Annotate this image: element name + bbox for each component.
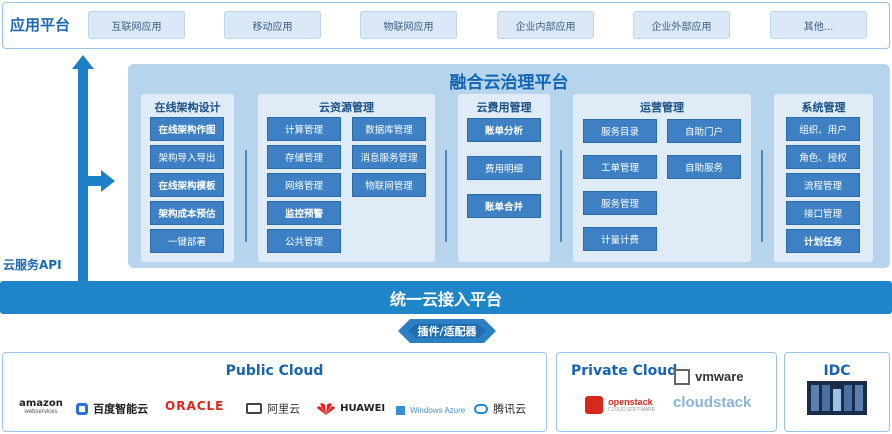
role-auth-button[interactable]: 角色、授权 <box>786 145 860 169</box>
amazon-logo-sub: webservices <box>24 409 58 415</box>
openstack-logo: openstack CLOUD SOFTWARE <box>585 394 655 414</box>
iot-mgmt-button[interactable]: 物联网管理 <box>352 173 426 197</box>
openstack-icon <box>585 395 603 414</box>
app-item-other[interactable]: 其他... <box>770 11 867 39</box>
bill-merge-button[interactable]: 账单合并 <box>467 194 541 218</box>
network-mgmt-button[interactable]: 网络管理 <box>267 173 341 197</box>
arch-cost-estimate-button[interactable]: 架构成本预估 <box>150 201 224 225</box>
unified-access-platform-bar: 统一云接入平台 <box>0 281 892 314</box>
service-catalog-button[interactable]: 服务目录 <box>583 119 657 143</box>
oracle-logo: ORACLE <box>165 399 225 413</box>
amazon-logo: amazon webservices <box>14 398 68 415</box>
vmware-text: vmware <box>695 369 744 384</box>
cloud-resource-title: 云资源管理 <box>319 101 374 114</box>
plugin-adapter-badge <box>398 319 496 343</box>
aliyun-text: 阿里云 <box>267 402 301 416</box>
column-separator <box>560 150 562 242</box>
interface-mgmt-button[interactable]: 接口管理 <box>786 201 860 225</box>
online-arch-title: 在线架构设计 <box>154 101 221 114</box>
up-arrow-icon <box>72 55 94 69</box>
vmware-icon <box>674 368 690 385</box>
huawei-logo: HUAWEI <box>317 398 385 417</box>
app-item-internet[interactable]: 互联网应用 <box>88 11 185 39</box>
scheduled-task-button[interactable]: 计划任务 <box>786 229 860 253</box>
system-title: 系统管理 <box>801 101 846 114</box>
right-arrow-icon <box>101 170 115 192</box>
openstack-text: openstack <box>608 396 653 407</box>
arch-diagram-button[interactable]: 在线架构作图 <box>150 117 224 141</box>
org-user-button[interactable]: 组织、用户 <box>786 117 860 141</box>
cloud-cost-title: 云费用管理 <box>476 101 532 114</box>
cloudstack-logo: cloudstack <box>673 394 752 411</box>
tencent-cloud-text: 腾讯云 <box>493 402 527 416</box>
bill-analysis-button[interactable]: 账单分析 <box>467 118 541 142</box>
cost-details-button[interactable]: 费用明细 <box>467 156 541 180</box>
baidu-cloud-icon <box>76 402 88 415</box>
operations-title: 运营管理 <box>640 101 684 114</box>
governance-platform-title: 融合云治理平台 <box>449 73 569 93</box>
windows-azure-text: Windows Azure <box>410 406 466 415</box>
public-mgmt-button[interactable]: 公共管理 <box>267 229 341 253</box>
database-mgmt-button[interactable]: 数据库管理 <box>352 117 426 141</box>
workflow-mgmt-button[interactable]: 流程管理 <box>786 173 860 197</box>
ticket-mgmt-button[interactable]: 工单管理 <box>583 155 657 179</box>
storage-mgmt-button[interactable]: 存储管理 <box>267 145 341 169</box>
self-service-button[interactable]: 自助服务 <box>667 155 741 179</box>
tencent-cloud-icon <box>474 403 488 414</box>
windows-azure-logo: Windows Azure <box>396 400 465 419</box>
aliyun-icon <box>246 403 262 414</box>
app-item-enterprise-external[interactable]: 企业外部应用 <box>633 11 730 39</box>
column-separator <box>761 150 763 242</box>
right-arrow-shaft <box>88 176 102 186</box>
app-item-enterprise-internal[interactable]: 企业内部应用 <box>497 11 594 39</box>
app-item-iot[interactable]: 物联网应用 <box>360 11 457 39</box>
private-cloud-box <box>556 352 777 432</box>
up-arrow-shaft <box>78 68 88 282</box>
metering-billing-button[interactable]: 计量计费 <box>583 227 657 251</box>
vmware-logo: vmware <box>674 366 744 385</box>
idc-box <box>784 352 890 432</box>
public-cloud-title: Public Cloud <box>225 363 324 379</box>
baidu-cloud-logo: 百度智能云 <box>76 398 148 417</box>
plugin-adapter-label: 插件/适配器 <box>417 325 477 338</box>
huawei-text: HUAWEI <box>340 403 386 414</box>
tencent-cloud-logo: 腾讯云 <box>474 398 526 417</box>
arch-import-export-button[interactable]: 架构导入导出 <box>150 145 224 169</box>
arch-template-button[interactable]: 在线架构模板 <box>150 173 224 197</box>
app-item-mobile[interactable]: 移动应用 <box>224 11 321 39</box>
one-click-deploy-button[interactable]: 一键部署 <box>150 229 224 253</box>
column-separator <box>445 150 447 242</box>
windows-icon <box>396 406 405 415</box>
service-mgmt-button[interactable]: 服务管理 <box>583 191 657 215</box>
message-service-mgmt-button[interactable]: 消息服务管理 <box>352 145 426 169</box>
cloud-service-api-label: 云服务API <box>3 258 62 272</box>
public-cloud-box <box>2 352 547 432</box>
openstack-sub: CLOUD SOFTWARE <box>608 406 656 413</box>
idc-title: IDC <box>823 363 851 379</box>
self-service-portal-button[interactable]: 自助门户 <box>667 119 741 143</box>
aliyun-logo: 阿里云 <box>246 398 300 417</box>
column-separator <box>245 150 247 242</box>
baidu-cloud-text: 百度智能云 <box>93 402 149 416</box>
datacenter-image <box>807 381 867 415</box>
amazon-logo-text: amazon <box>19 398 63 409</box>
huawei-icon <box>317 402 335 415</box>
app-platform-title: 应用平台 <box>10 16 71 34</box>
monitor-alert-button[interactable]: 监控预警 <box>267 201 341 225</box>
private-cloud-title: Private Cloud <box>571 363 678 379</box>
compute-mgmt-button[interactable]: 计算管理 <box>267 117 341 141</box>
